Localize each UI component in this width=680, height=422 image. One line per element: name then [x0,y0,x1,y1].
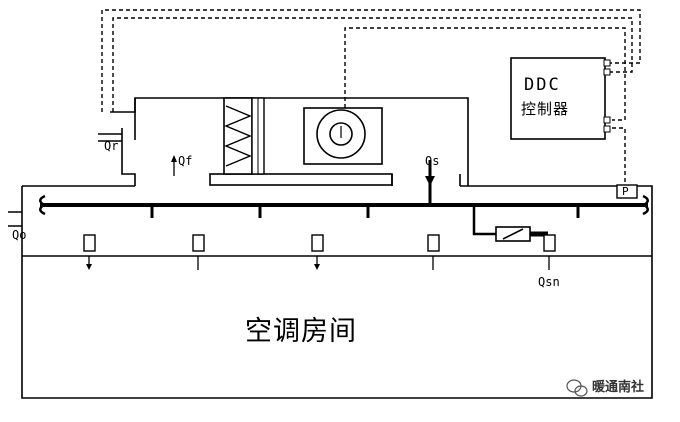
vav-damper-blade [502,228,524,240]
controller-model-label: DDC [524,75,561,95]
watermark-text: 暖通南社 [592,380,645,395]
fresh-air-flow-arrowhead [171,155,177,162]
outdoor-air-duct [8,211,22,227]
fresh-air-flow-label: Qf [178,154,193,168]
diffuser [427,234,440,252]
control-wire-fan [344,27,626,121]
vav-box [495,226,531,242]
room-outline [21,255,653,399]
ddc-terminal [603,59,611,67]
control-wire-pressure [612,127,626,185]
coil-zigzag [224,105,252,167]
return-air-flow-label: Qr [104,139,119,153]
airflow-arrowhead [86,264,92,270]
vav-flow-label: Qsn [538,275,560,289]
airflow-arrows [86,155,550,270]
ahu-casing-left [121,128,136,186]
vav-branch-duct [472,205,496,236]
ceiling-plenum [22,185,653,256]
duct-end-left [39,194,47,216]
diffuser [311,234,324,252]
supply-duct [39,160,649,237]
outdoor-air-intake [8,211,22,227]
pressure-sensor-box [616,184,638,199]
ahu-casing [110,97,469,186]
coil-frame [223,97,253,175]
ahu-base [209,173,393,186]
wechat-icon [566,379,588,397]
diffuser [192,234,205,252]
diffuser [83,234,96,252]
wechat-icon-bubble [574,385,588,397]
airflow-arrowhead [314,264,320,270]
return-air-damper [98,133,122,142]
pressure-sensor-label: P [622,185,629,198]
building-outline [21,185,653,399]
diffuser [543,234,556,252]
air-handling-unit [110,97,469,186]
pressure-sensor [616,184,638,199]
room-label: 空调房间 [245,316,357,347]
supply-riser-arrow [425,176,435,186]
duct-end-right [641,194,649,216]
ddc-terminal [603,125,611,133]
controller-name-label: 控制器 [521,100,570,118]
supply-air-flow-label: Qs [425,154,440,168]
outdoor-air-flow-label: Qo [12,228,27,242]
ddc-controller [510,57,611,140]
cooling-coil [223,97,265,175]
supply-fan [303,107,383,165]
supply-duct-drop [391,174,461,186]
ddc-terminal [603,68,611,76]
control-wire-middle [112,17,633,112]
control-wiring [101,9,641,185]
control-wire-outer [101,9,641,112]
ddc-controller-box [510,57,606,140]
ddc-terminal [603,116,611,124]
diffusers [83,234,556,252]
